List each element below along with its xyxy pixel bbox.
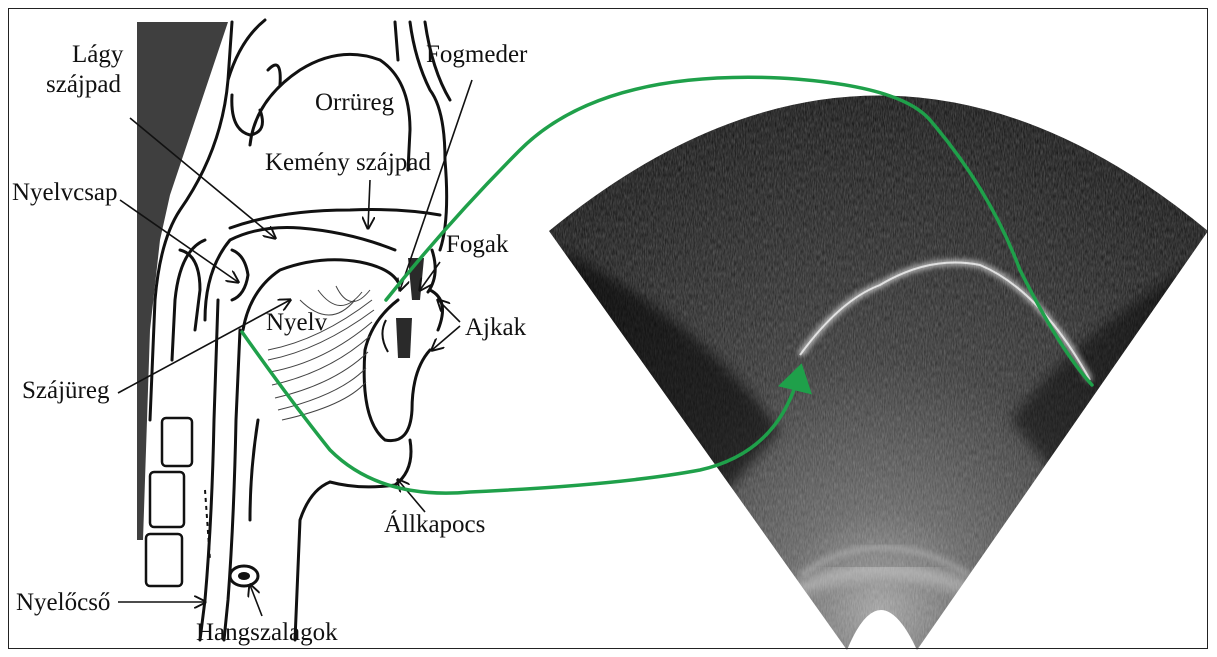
label-alveolar-ridge: Fogmeder [426, 42, 527, 67]
label-jaw: Állkapocs [384, 512, 485, 537]
vertebrae [146, 418, 192, 586]
label-vocal-cords: Hangszalagok [196, 620, 338, 645]
label-hard-palate: Kemény szájpad [265, 150, 431, 175]
label-soft-palate-line1: Lágy [72, 42, 123, 67]
tongue-fibers [268, 286, 374, 420]
label-tongue: Nyelv [266, 310, 327, 335]
ultrasound-image [540, 20, 1217, 657]
label-lips: Ajkak [465, 315, 526, 340]
label-soft-palate-line2: szájpad [46, 72, 121, 97]
label-teeth: Fogak [446, 232, 509, 257]
label-esophagus: Nyelőcső [16, 590, 110, 615]
vocal-cords-shape [230, 566, 258, 586]
label-oral-cavity: Szájüreg [22, 378, 109, 403]
label-nasal-cavity: Orrüreg [315, 90, 394, 115]
label-uvula: Nyelvcsap [12, 180, 118, 205]
